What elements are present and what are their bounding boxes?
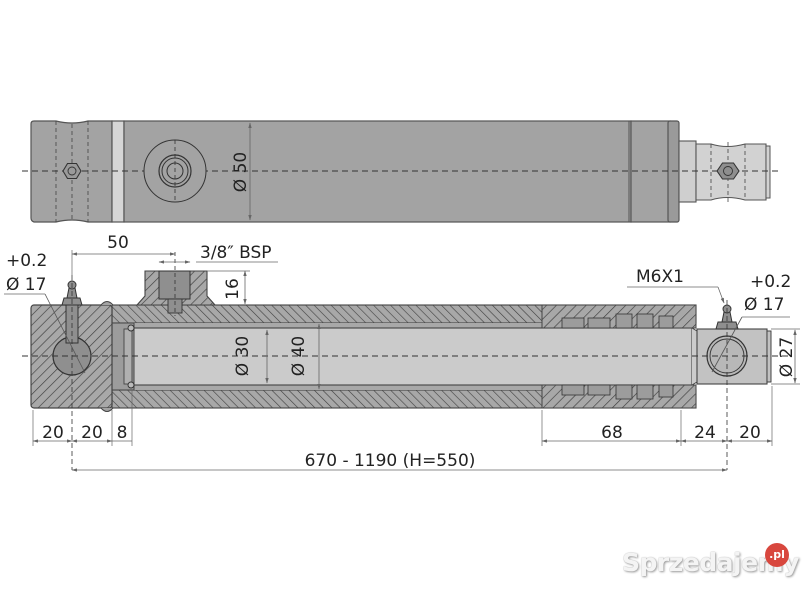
port-thread-label: 3/8″ BSP — [200, 243, 272, 263]
port-height-label: 16 — [223, 278, 243, 300]
left-pin-tolerance: +0.2 — [6, 251, 47, 271]
right-pin-tolerance: +0.2 — [750, 272, 791, 292]
grease-nipple-icon — [62, 162, 82, 180]
gland-seals — [541, 304, 697, 409]
rod-eye-diameter-label: Ø 27 — [777, 337, 797, 377]
barrel — [123, 120, 632, 223]
bottom-dimensions: 20 20 8 68 24 20 670 - 1190 (H=550) — [32, 386, 773, 472]
dim-68: 68 — [601, 423, 623, 443]
dim-20-left: 20 — [42, 423, 64, 443]
dim-20-second: 20 — [81, 423, 103, 443]
gland-head — [630, 120, 671, 223]
overall-length-label: 670 - 1190 (H=550) — [305, 451, 476, 471]
section-view: +0.2 Ø 17 50 3/8″ BSP 16 Ø 30 Ø 40 M6X1 … — [4, 233, 800, 470]
grease-nipple-icon — [716, 162, 740, 180]
bore-diameter-label: Ø 40 — [289, 336, 309, 376]
watermark-badge: .pl — [765, 543, 789, 567]
diameter-50-label: Ø 50 — [231, 152, 251, 192]
left-pin-diameter: Ø 17 — [6, 275, 46, 295]
dim-20-right: 20 — [739, 423, 761, 443]
weld-band — [111, 120, 125, 223]
top-view: Ø 50 — [22, 120, 778, 223]
right-pin-diameter: Ø 17 — [744, 295, 784, 315]
dim-8: 8 — [117, 423, 128, 443]
rod-top — [678, 140, 697, 203]
grease-thread-label: M6X1 — [636, 267, 684, 287]
port-offset-label: 50 — [107, 233, 129, 253]
dim-24: 24 — [694, 423, 716, 443]
piston-rod — [131, 327, 693, 386]
rod-diameter-label: Ø 30 — [233, 336, 253, 376]
